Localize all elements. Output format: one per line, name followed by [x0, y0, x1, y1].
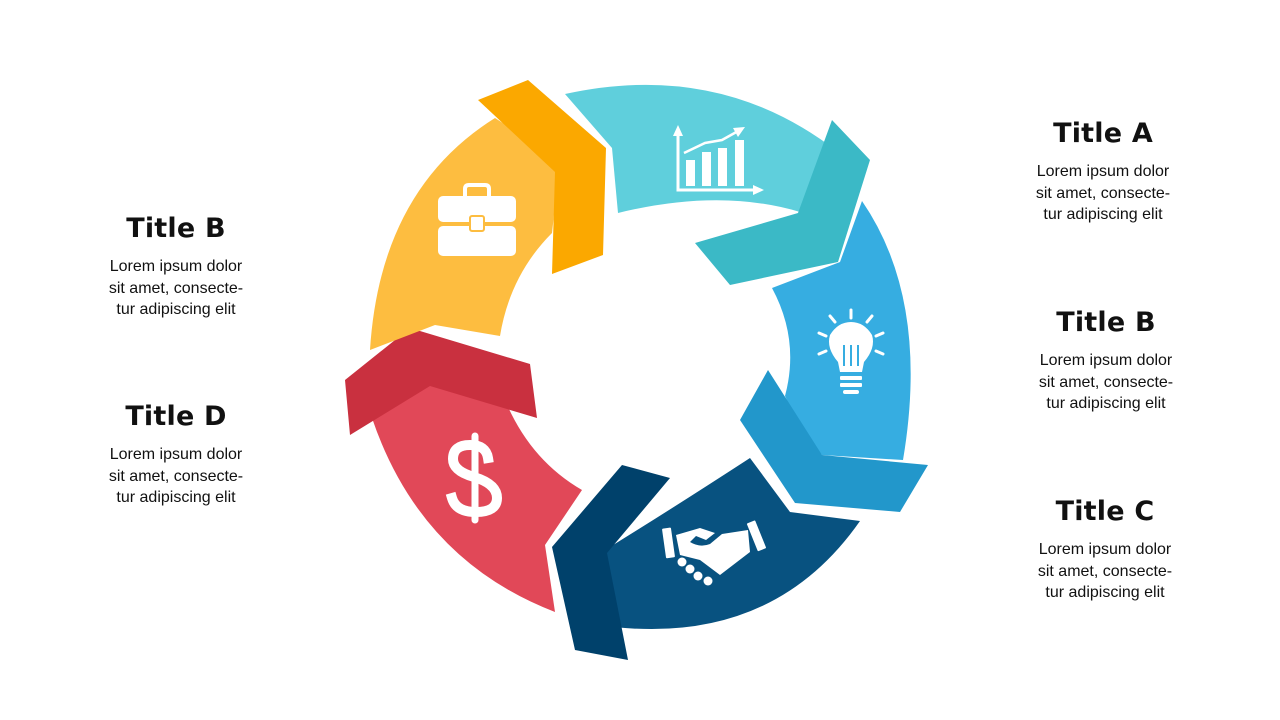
title-b-right: Title B	[1056, 307, 1156, 338]
description-d-line: sit amet, consecte-	[108, 467, 244, 485]
label-title-b-left: Title B Lorem ipsum dolor sit amet, cons…	[66, 212, 286, 321]
description-c: Lorem ipsum dolor sit amet, consecte- tu…	[995, 539, 1215, 604]
description-b-left-line: tur adipiscing elit	[116, 301, 236, 318]
lightbulb-icon	[817, 308, 885, 394]
description-a-line: tur adipiscing elit	[1043, 206, 1163, 223]
description-d-line: tur adipiscing elit	[116, 489, 236, 506]
title-a: Title A	[1053, 118, 1153, 149]
label-title-a: Title A Lorem ipsum dolor sit amet, cons…	[993, 117, 1213, 226]
segment-red	[345, 328, 582, 612]
description-c-line: Lorem ipsum dolor	[1038, 541, 1172, 558]
handshake-icon	[662, 520, 766, 586]
title-c: Title C	[1055, 496, 1155, 527]
description-c-line: tur adipiscing elit	[1045, 584, 1165, 601]
description-b-left-line: sit amet, consecte-	[108, 279, 244, 297]
label-title-d: Title D Lorem ipsum dolor sit amet, cons…	[66, 400, 286, 509]
label-title-c: Title C Lorem ipsum dolor sit amet, cons…	[995, 495, 1215, 604]
description-b-right: Lorem ipsum dolor sit amet, consecte- tu…	[996, 350, 1216, 415]
segment-navy-arrowhead	[552, 465, 670, 660]
chart-growth-icon	[673, 125, 764, 195]
segment-yellow-arrowhead	[478, 80, 606, 274]
description-b-left: Lorem ipsum dolor sit amet, consecte- tu…	[66, 256, 286, 321]
segment-red-arrowhead	[345, 328, 537, 435]
description-c-line: sit amet, consecte-	[1037, 562, 1173, 580]
description-d-line: Lorem ipsum dolor	[109, 446, 243, 463]
segment-yellow	[370, 80, 606, 350]
description-b-right-line: tur adipiscing elit	[1046, 395, 1166, 412]
description-a-line: Lorem ipsum dolor	[1036, 163, 1170, 180]
description-b-right-line: sit amet, consecte-	[1038, 373, 1174, 391]
briefcase-icon	[438, 183, 516, 256]
segment-teal-body	[565, 84, 838, 213]
title-d: Title D	[125, 401, 227, 432]
description-a: Lorem ipsum dolor sit amet, consecte- tu…	[993, 161, 1213, 226]
description-d: Lorem ipsum dolor sit amet, consecte- tu…	[66, 444, 286, 509]
label-title-b-right: Title B Lorem ipsum dolor sit amet, cons…	[996, 306, 1216, 415]
segment-blue	[740, 201, 928, 512]
segment-teal-arrowhead	[695, 120, 870, 285]
segment-blue-arrowhead	[740, 370, 928, 512]
description-b-left-line: Lorem ipsum dolor	[109, 258, 243, 275]
segment-navy	[552, 458, 860, 660]
description-a-line: sit amet, consecte-	[1035, 184, 1171, 202]
description-b-right-line: Lorem ipsum dolor	[1039, 352, 1173, 369]
title-b-left: Title B	[126, 213, 226, 244]
dollar-icon	[445, 432, 503, 524]
segment-teal	[565, 84, 870, 285]
